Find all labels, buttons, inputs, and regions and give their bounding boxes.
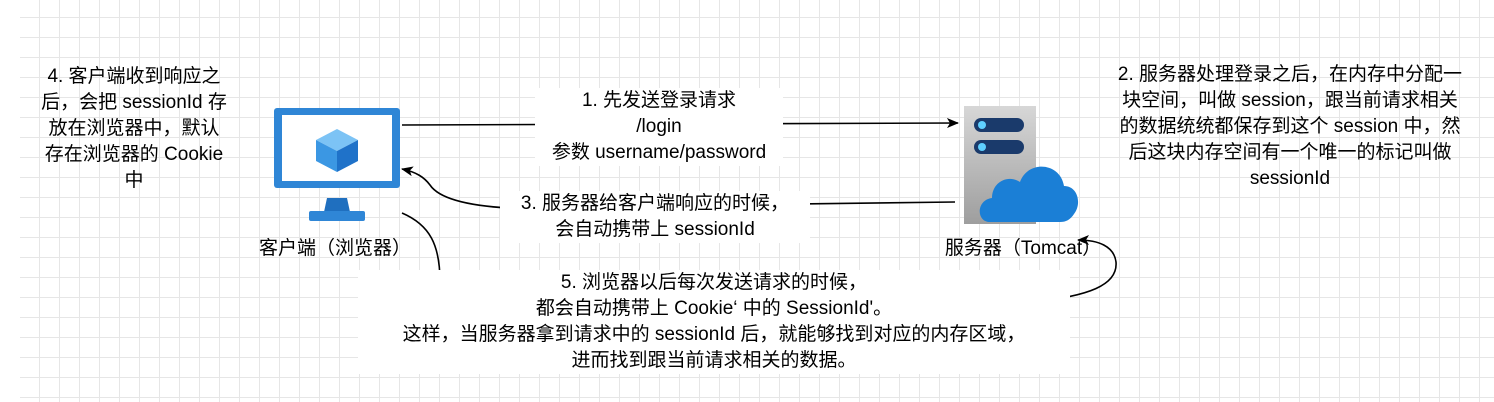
step2-line: 后这块内存空间有一个唯一的标记叫做 — [1128, 142, 1452, 163]
step3-line: 3. 服务器给客户端响应的时候， — [520, 193, 790, 214]
server-node[interactable] — [962, 104, 1082, 228]
client-label: 客户端（浏览器） — [258, 238, 411, 259]
step5-line: 进而找到跟当前请求相关的数据。 — [571, 350, 857, 371]
step1-line: /login — [636, 116, 682, 137]
step4-line: 后，会把 sessionId 存 — [41, 92, 227, 113]
step4-line: 放在浏览器中，默认 — [48, 118, 220, 139]
server-cloud-icon — [964, 106, 1079, 224]
step4-line: 4. 客户端收到响应之 — [47, 66, 221, 87]
monitor-with-cube-icon — [274, 108, 400, 221]
step2-line: sessionId — [1249, 168, 1331, 189]
step4-text: 4. 客户端收到响应之 后，会把 sessionId 存 放在浏览器中，默认 存… — [22, 64, 246, 194]
step5-text: 5. 浏览器以后每次发送请求的时候， 都会自动携带上 Cookie‘ 中的 Se… — [358, 270, 1070, 374]
step5-line: 5. 浏览器以后每次发送请求的时候， — [560, 272, 868, 293]
step5-line: 这样，当服务器拿到请求中的 sessionId 后，就能够找到对应的内存区域， — [402, 324, 1026, 345]
step2-line: 块空间，叫做 session，跟当前请求相关 — [1122, 90, 1458, 111]
left-margin — [0, 0, 20, 402]
step3-text: 3. 服务器给客户端响应的时候， 会自动携带上 sessionId — [500, 191, 810, 243]
step2-text: 2. 服务器处理登录之后，在内存中分配一 块空间，叫做 session，跟当前请… — [1086, 62, 1494, 192]
step1-line: 1. 先发送登录请求 — [581, 90, 737, 111]
step1-text: 1. 先发送登录请求 /login 参数 username/password — [535, 88, 783, 166]
step4-line: 存在浏览器的 Cookie — [44, 144, 224, 165]
step2-line: 的数据统统都保存到这个 session 中，然 — [1119, 116, 1461, 137]
step5-line: 都会自动携带上 Cookie‘ 中的 SessionId'。 — [535, 298, 893, 319]
step2-line: 2. 服务器处理登录之后，在内存中分配一 — [1117, 64, 1463, 85]
step4-line: 中 — [124, 170, 144, 191]
step3-line: 会自动携带上 sessionId — [555, 219, 755, 240]
client-node[interactable] — [272, 106, 404, 224]
step1-line: 参数 username/password — [551, 142, 767, 163]
server-label: 服务器（Tomcat） — [944, 238, 1102, 259]
